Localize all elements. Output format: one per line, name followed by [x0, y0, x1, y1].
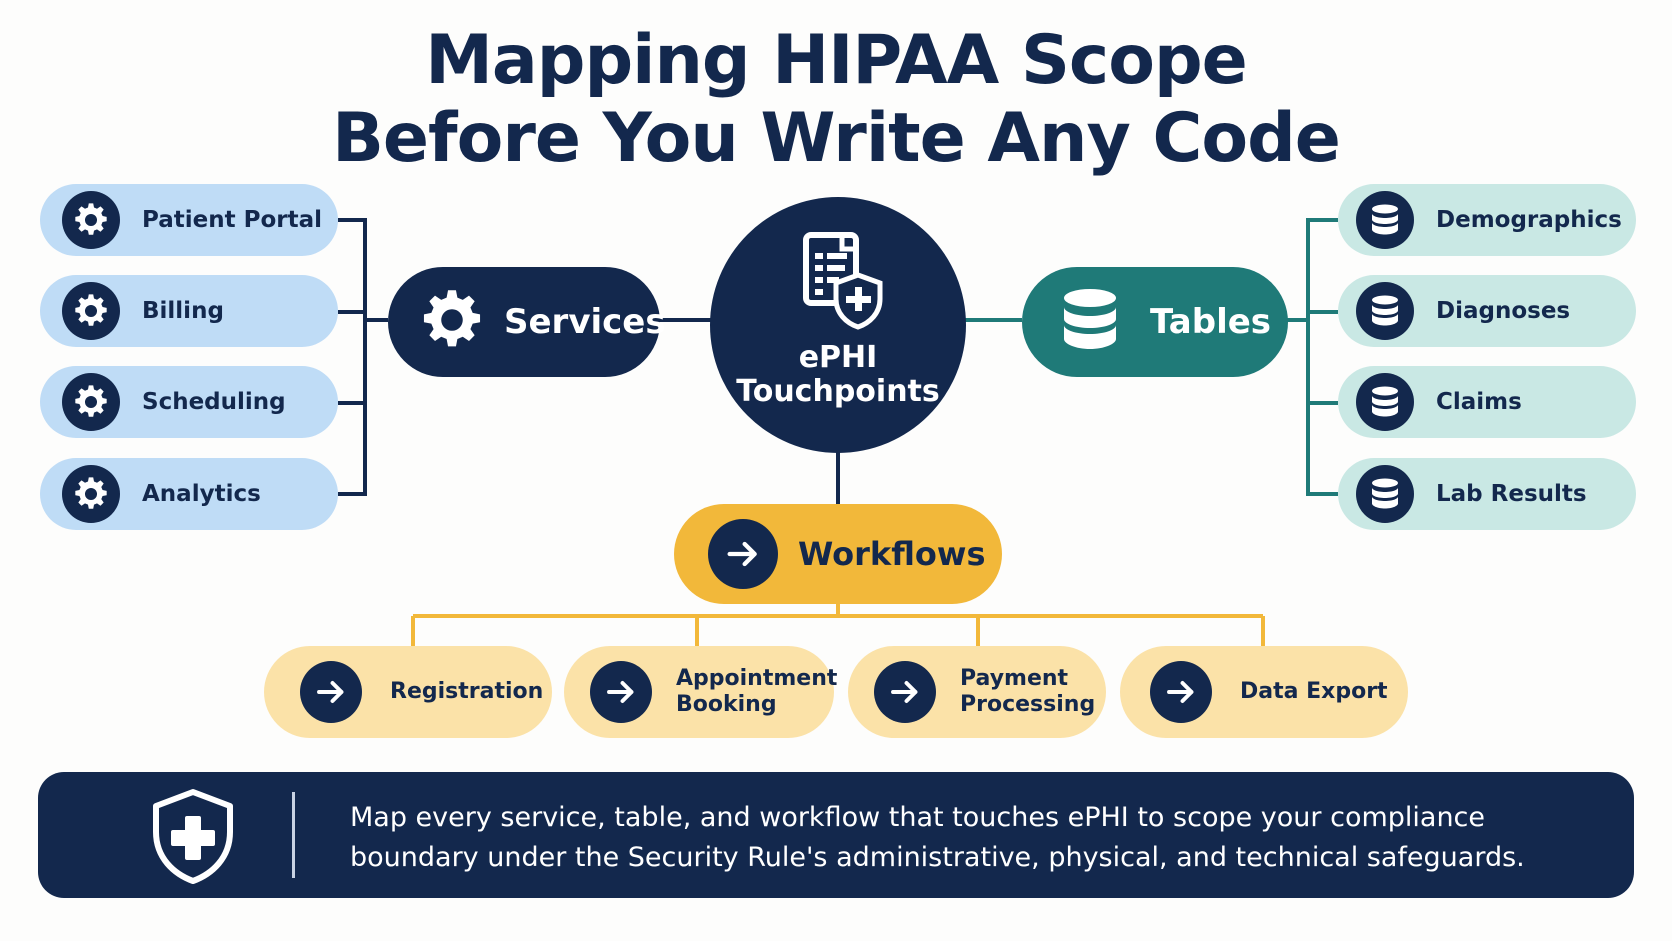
workflow-item-line-1: Appointment — [676, 666, 838, 691]
services-hub-label: Services — [504, 302, 666, 342]
page-title: Mapping HIPAA Scope Before You Write Any… — [0, 22, 1672, 178]
service-item-label: Analytics — [142, 481, 261, 507]
service-item-label: Billing — [142, 298, 224, 324]
gear-icon — [62, 373, 120, 431]
workflow-item-label: Registration — [390, 679, 543, 705]
table-item-lab-results: Lab Results — [1338, 458, 1636, 530]
arrow-right-icon — [300, 661, 362, 723]
gear-icon — [62, 465, 120, 523]
workflow-item-line-1: Payment — [960, 666, 1069, 691]
banner-text: Map every service, table, and workflow t… — [350, 798, 1610, 878]
database-icon — [1060, 287, 1120, 357]
gear-icon — [418, 286, 486, 358]
title-line-2: Before You Write Any Code — [332, 99, 1341, 178]
workflow-item-payment-processing: Payment Processing — [848, 646, 1106, 738]
tables-hub-label: Tables — [1150, 302, 1272, 342]
workflow-item-line-1: Data Export — [1240, 679, 1388, 704]
tables-bracket — [1306, 218, 1338, 496]
database-icon — [1356, 282, 1414, 340]
table-item-diagnoses: Diagnoses — [1338, 275, 1636, 347]
services-bracket — [338, 218, 367, 496]
center-label-line-1: ePHI — [798, 340, 878, 375]
service-item-label: Scheduling — [142, 389, 286, 415]
table-item-label: Demographics — [1436, 207, 1622, 233]
table-item-label: Diagnoses — [1436, 298, 1571, 324]
ephi-touchpoints-node: ePHI Touchpoints — [710, 197, 966, 453]
arrow-right-icon — [1150, 661, 1212, 723]
banner-text-line-2: boundary under the Security Rule's admin… — [350, 842, 1525, 873]
arrow-right-icon — [708, 519, 778, 589]
workflow-item-label: Data Export — [1240, 679, 1388, 705]
workflows-hub-label: Workflows — [798, 535, 986, 573]
workflow-item-line-2: Booking — [676, 692, 777, 717]
workflow-item-data-export: Data Export — [1120, 646, 1408, 738]
document-shield-icon — [782, 227, 894, 335]
service-item-billing: Billing — [40, 275, 338, 347]
arrow-right-icon — [590, 661, 652, 723]
table-item-claims: Claims — [1338, 366, 1636, 438]
summary-banner: Map every service, table, and workflow t… — [38, 772, 1634, 898]
center-label-line-2: Touchpoints — [736, 374, 940, 409]
database-icon — [1356, 373, 1414, 431]
center-label: ePHI Touchpoints — [736, 341, 940, 409]
service-item-patient-portal: Patient Portal — [40, 184, 338, 256]
service-item-analytics: Analytics — [40, 458, 338, 530]
workflow-item-line-1: Registration — [390, 679, 544, 704]
title-line-1: Mapping HIPAA Scope — [425, 21, 1248, 100]
tables-hub: Tables — [1022, 267, 1288, 377]
services-hub: Services — [388, 267, 666, 377]
banner-text-line-1: Map every service, table, and workflow t… — [350, 802, 1486, 833]
gear-icon — [62, 191, 120, 249]
arrow-right-icon — [874, 661, 936, 723]
service-item-label: Patient Portal — [142, 207, 323, 233]
shield-plus-icon — [148, 786, 238, 890]
workflow-item-registration: Registration — [264, 646, 552, 738]
table-item-demographics: Demographics — [1338, 184, 1636, 256]
database-icon — [1356, 191, 1414, 249]
table-item-label: Claims — [1436, 389, 1522, 415]
workflow-item-label: Appointment Booking — [676, 666, 837, 718]
workflows-hub: Workflows — [674, 504, 1002, 604]
table-item-label: Lab Results — [1436, 481, 1587, 507]
workflow-item-label: Payment Processing — [960, 666, 1095, 718]
database-icon — [1356, 465, 1414, 523]
banner-divider — [292, 792, 295, 878]
workflow-item-appointment-booking: Appointment Booking — [564, 646, 837, 738]
workflow-item-line-2: Processing — [960, 692, 1096, 717]
gear-icon — [62, 282, 120, 340]
service-item-scheduling: Scheduling — [40, 366, 338, 438]
